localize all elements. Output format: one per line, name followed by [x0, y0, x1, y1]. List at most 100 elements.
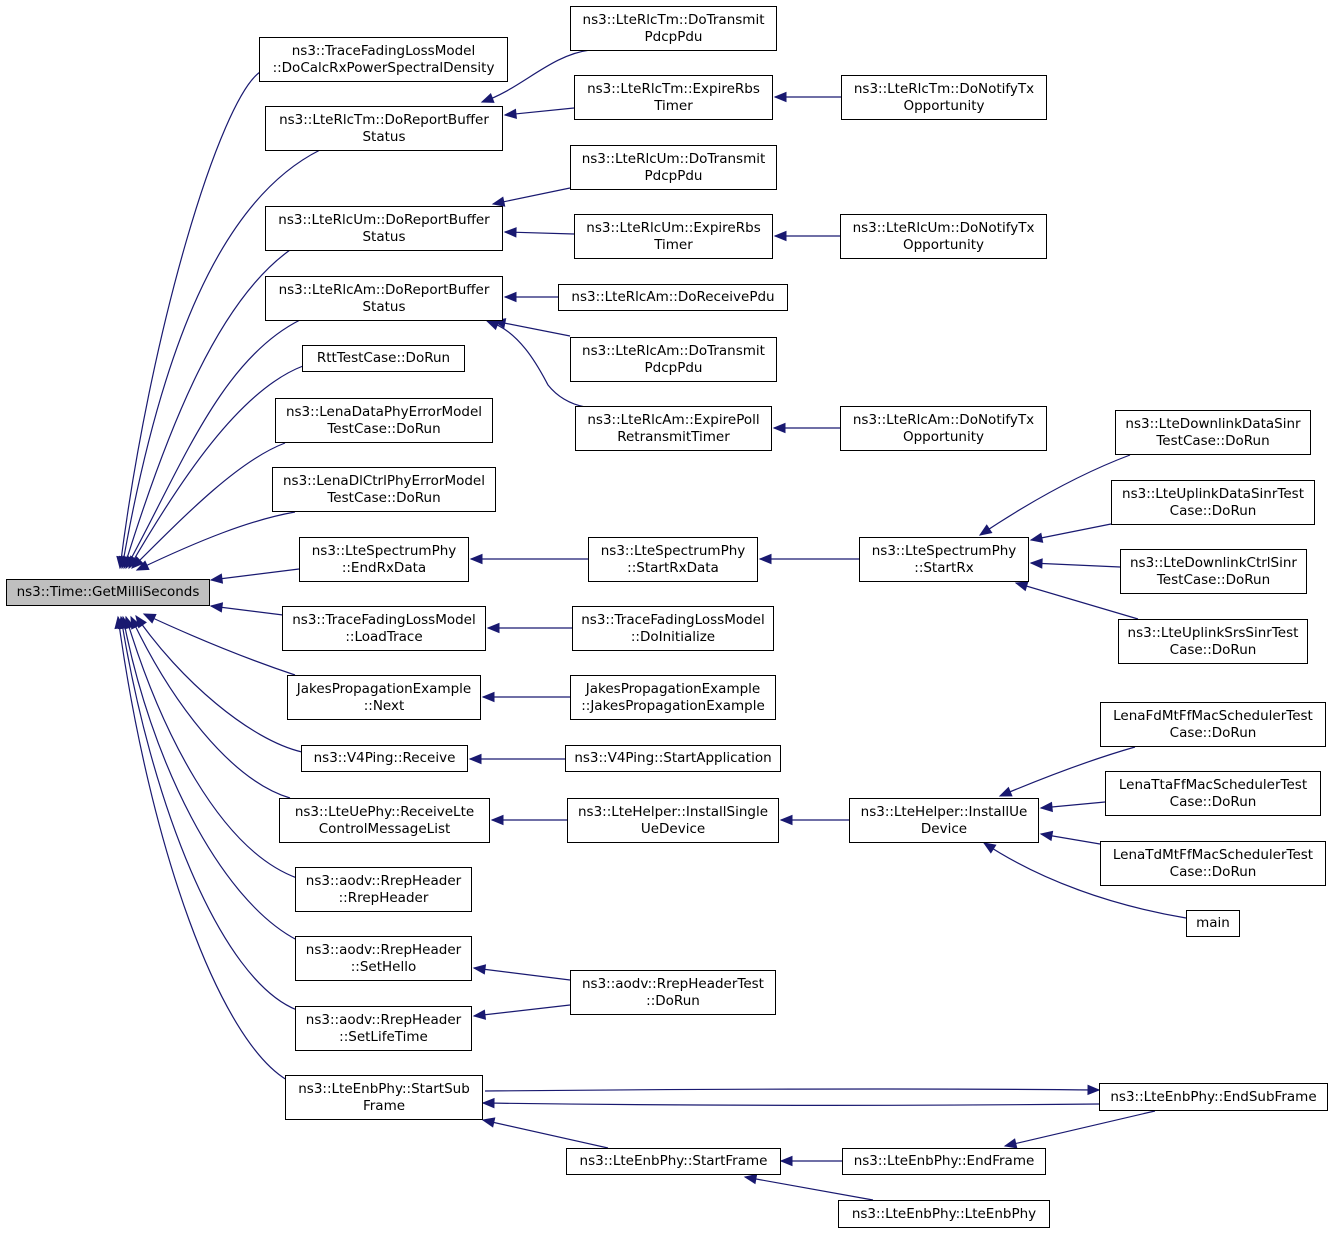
node-rrepheader-sethello[interactable]: ns3::aodv::RrepHeader ::SetHello — [295, 936, 472, 981]
edge-root-to-endrx — [210, 568, 300, 581]
node-ltehelper-installsingleuedevice[interactable]: ns3::LteHelper::InstallSingle UeDevice — [567, 798, 779, 843]
node-rrepheader-setlifetime[interactable]: ns3::aodv::RrepHeader ::SetLifeTime — [295, 1006, 472, 1051]
node-rlctm-dotransmitpdcppdu[interactable]: ns3::LteRlcTm::DoTransmit PdcpPdu — [570, 6, 777, 51]
arrowhead-jakes-next-to-ctor — [481, 691, 495, 703]
node-rtttestcase-dorun[interactable]: RttTestCase::DoRun — [302, 345, 465, 372]
arrowhead-helper-ue-to-tta — [1039, 801, 1053, 813]
edge-am-report-to-expire — [486, 320, 586, 408]
node-enbphy-endframe[interactable]: ns3::LteEnbPhy::EndFrame — [842, 1148, 1046, 1175]
node-rlcum-donotifytxopportunity[interactable]: ns3::LteRlcUm::DoNotifyTx Opportunity — [840, 214, 1047, 259]
edge-enb-startsub-to-endsub — [484, 1088, 1100, 1092]
edge-rrep-setlife-to-test — [473, 1004, 571, 1017]
node-rlcam-dotransmitpdcppdu[interactable]: ns3::LteRlcAm::DoTransmit PdcpPdu — [570, 337, 777, 382]
edge-helper-ue-to-main — [983, 842, 1187, 919]
edge-root-to-um-report — [123, 249, 291, 569]
arrowhead-ue-recv-to-helper-single — [490, 814, 504, 826]
node-lenadlctrlphyerrormodel-dorun[interactable]: ns3::LenaDlCtrlPhyErrorModel TestCase::D… — [272, 467, 496, 512]
arrowhead-rrep-setlife-to-test — [472, 1009, 487, 1020]
node-tracefading-doinitialize[interactable]: ns3::TraceFadingLossModel ::DoInitialize — [572, 606, 774, 651]
node-lenattaffmacscheduler-dorun[interactable]: LenaTtaFfMacSchedulerTest Case::DoRun — [1105, 771, 1321, 816]
arrowhead-am-report-to-expire — [485, 320, 500, 331]
arrowhead-enb-startsub-to-endsub — [1087, 1084, 1101, 1096]
arrowhead-root-to-endrx — [209, 573, 224, 584]
arrowhead-rrep-sethello-to-test — [472, 964, 487, 975]
node-enbphy-constructor[interactable]: ns3::LteEnbPhy::LteEnbPhy — [838, 1200, 1050, 1228]
edge-root-to-rrep-setlife — [120, 616, 298, 1011]
node-uplinkdatasinr-dorun[interactable]: ns3::LteUplinkDataSinrTest Case::DoRun — [1111, 480, 1315, 525]
arrowhead-enb-endframe-to-startframe — [779, 1155, 793, 1167]
edge-root-to-rrep-sethello — [122, 616, 298, 941]
node-rlcum-doreportbufferstatus[interactable]: ns3::LteRlcUm::DoReportBuffer Status — [265, 206, 503, 251]
edge-rrep-sethello-to-test — [473, 967, 571, 981]
node-enbphy-endsubframe[interactable]: ns3::LteEnbPhy::EndSubFrame — [1099, 1083, 1328, 1111]
edge-enb-startsub-to-startframe — [482, 1119, 609, 1149]
node-jakespropagation-next[interactable]: JakesPropagationExample ::Next — [287, 675, 481, 720]
node-enbphy-startframe[interactable]: ns3::LteEnbPhy::StartFrame — [566, 1148, 781, 1175]
edge-root-to-jakes-next — [143, 613, 296, 676]
node-v4ping-startapplication[interactable]: ns3::V4Ping::StartApplication — [565, 745, 781, 772]
node-jakespropagation-constructor[interactable]: JakesPropagationExample ::JakesPropagati… — [570, 675, 776, 720]
edge-helper-ue-to-fdmt — [999, 746, 1136, 797]
edge-root-to-tfl-calc — [119, 71, 261, 569]
node-tracefading-docalcrxpower[interactable]: ns3::TraceFadingLossModel ::DoCalcRxPowe… — [259, 37, 508, 82]
node-rlcam-doreportbufferstatus[interactable]: ns3::LteRlcAm::DoReportBuffer Status — [265, 276, 503, 321]
node-rlcam-donotifytxopportunity[interactable]: ns3::LteRlcAm::DoNotifyTx Opportunity — [840, 406, 1047, 451]
arrowhead-root-to-tfl-load — [209, 602, 224, 613]
node-spectrumphy-startrxdata[interactable]: ns3::LteSpectrumPhy ::StartRxData — [588, 537, 758, 582]
node-downlinkctrlsinr-dorun[interactable]: ns3::LteDownlinkCtrlSinr TestCase::DoRun — [1120, 549, 1307, 594]
node-uephy-receivecontrolmessagelist[interactable]: ns3::LteUePhy::ReceiveLte ControlMessage… — [279, 798, 490, 843]
node-uplinksrssinr-dorun[interactable]: ns3::LteUplinkSrsSinrTest Case::DoRun — [1118, 619, 1308, 664]
node-rlcam-expirepollretransmittimer[interactable]: ns3::LteRlcAm::ExpirePoll RetransmitTime… — [575, 406, 772, 451]
edge-um-report-to-expire — [504, 231, 575, 235]
edge-root-to-lena-data — [131, 442, 286, 569]
arrowhead-enb-startsub-to-startframe — [481, 1117, 496, 1128]
node-rlctm-doreportbufferstatus[interactable]: ns3::LteRlcTm::DoReportBuffer Status — [265, 106, 503, 151]
edge-startrx-to-ul-data — [1030, 523, 1112, 541]
arrowhead-um-report-to-transmit — [491, 196, 506, 207]
arrowhead-root-to-enb-startsub — [114, 615, 125, 630]
node-rlctm-donotifytxopportunity[interactable]: ns3::LteRlcTm::DoNotifyTx Opportunity — [841, 75, 1047, 120]
call-edges — [117, 49, 1187, 1201]
edge-startrx-to-dl-data — [979, 454, 1131, 536]
arrowhead-root-to-lena-data — [131, 556, 144, 569]
node-rlcum-expirerbstimer[interactable]: ns3::LteRlcUm::ExpireRbs Timer — [574, 214, 773, 259]
node-main[interactable]: main — [1186, 910, 1240, 937]
edge-startrx-to-ul-srs — [1015, 582, 1139, 620]
arrowhead-startrx-to-ul-data — [1029, 532, 1044, 543]
arrowhead-helper-single-to-helper-ue — [779, 814, 793, 826]
arrowhead-v4-receive-to-start — [468, 753, 482, 765]
edge-enb-ctor-to-startframe — [744, 1176, 874, 1201]
node-rrepheader-constructor[interactable]: ns3::aodv::RrepHeader ::RrepHeader — [295, 867, 472, 912]
node-downlinkdatasinr-dorun[interactable]: ns3::LteDownlinkDataSinr TestCase::DoRun — [1115, 410, 1311, 455]
node-ltehelper-installuedevice[interactable]: ns3::LteHelper::InstallUe Device — [849, 798, 1039, 843]
node-time-getmilliseconds[interactable]: ns3::Time::GetMilliSeconds — [6, 579, 210, 606]
node-tracefading-loadtrace[interactable]: ns3::TraceFadingLossModel ::LoadTrace — [282, 606, 486, 651]
node-rrepheadertest-dorun[interactable]: ns3::aodv::RrepHeaderTest ::DoRun — [570, 970, 776, 1015]
node-rlcum-dotransmitpdcppdu[interactable]: ns3::LteRlcUm::DoTransmit PdcpPdu — [570, 145, 777, 190]
arrowhead-um-report-to-expire — [503, 227, 517, 238]
edge-enb-endsub-to-startsub — [482, 1102, 1100, 1106]
arrowhead-tm-report-to-transmit — [480, 93, 495, 103]
edge-root-to-enb-startsub — [117, 616, 288, 1081]
edge-am-report-to-transmit — [493, 320, 571, 337]
node-spectrumphy-startrx[interactable]: ns3::LteSpectrumPhy ::StartRx — [859, 537, 1029, 582]
node-enbphy-startsubframe[interactable]: ns3::LteEnbPhy::StartSub Frame — [285, 1075, 483, 1120]
call-arrowheads — [114, 91, 1101, 1185]
edge-root-to-rrep-ctor — [125, 616, 298, 879]
arrowhead-um-expire-to-notify — [773, 230, 787, 242]
edge-startrx-to-dl-ctrl — [1030, 562, 1121, 568]
edge-root-to-v4-receive — [135, 615, 303, 753]
arrowhead-tm-report-to-expire — [503, 108, 517, 120]
arrowhead-startrxdata-to-startrx — [758, 553, 772, 565]
node-lenafdmtffmacscheduler-dorun[interactable]: LenaFdMtFfMacSchedulerTest Case::DoRun — [1100, 702, 1326, 747]
arrowhead-enb-endsub-to-endframe — [1003, 1138, 1018, 1149]
arrowhead-enb-endsub-to-startsub — [481, 1097, 495, 1109]
node-v4ping-receive[interactable]: ns3::V4Ping::Receive — [301, 745, 468, 772]
node-rlctm-expirerbstimer[interactable]: ns3::LteRlcTm::ExpireRbs Timer — [574, 75, 773, 120]
node-lenadataphyerrormodel-dorun[interactable]: ns3::LenaDataPhyErrorModel TestCase::DoR… — [275, 398, 493, 443]
edge-root-to-tm-report — [121, 149, 321, 569]
node-lenatdmtffmacscheduler-dorun[interactable]: LenaTdMtFfMacSchedulerTest Case::DoRun — [1100, 841, 1326, 886]
node-spectrumphy-endrxdata[interactable]: ns3::LteSpectrumPhy ::EndRxData — [299, 537, 469, 582]
node-rlcam-doreceivepdu[interactable]: ns3::LteRlcAm::DoReceivePdu — [558, 284, 788, 311]
